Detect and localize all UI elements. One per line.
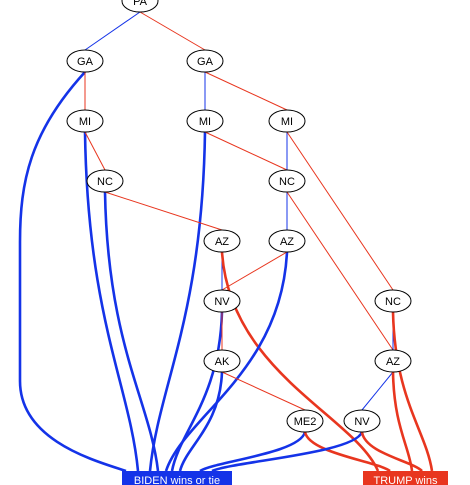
node-ellipse [286,409,324,433]
node-ak: AK [203,349,241,373]
node-ellipse [203,229,241,253]
outcome-trump-label: TRUMP wins [374,475,438,485]
outcome-biden-box [122,471,232,485]
node-ga2: GA [186,49,224,73]
node-ellipse [186,109,224,133]
node-label: NC [385,296,401,308]
edge-nc2-to-az3 [286,191,394,351]
node-nv1: NV [203,289,241,313]
node-me2: ME2 [286,409,324,433]
outcomes-layer: BIDEN wins or tie TRUMP wins [122,471,448,485]
edge-mi2-to-biden [148,131,207,472]
edge-me2-to-trump [303,431,391,473]
node-ellipse [374,289,412,313]
node-label: MI [281,116,293,128]
node-ellipse [121,0,159,13]
edge-mi2-to-nc2 [204,131,288,171]
node-ellipse [86,169,124,193]
node-label: ME2 [294,416,317,428]
edge-nv2-to-trump [360,431,423,473]
node-ellipse [66,109,104,133]
node-label: NV [354,416,370,428]
node-mi1: MI [66,109,104,133]
node-ellipse [203,289,241,313]
node-ellipse [203,349,241,373]
edge-mi3-to-nc3 [286,131,394,291]
node-ellipse [268,109,306,133]
node-az2: AZ [268,229,306,253]
node-label: GA [77,56,94,68]
edge-nc3-to-trump [391,311,434,472]
edge-ak-to-biden [178,371,224,472]
edge-nv2-to-biden [211,431,364,473]
node-nv2: NV [343,409,381,433]
outcome-trump-box [363,471,448,485]
node-nc3: NC [374,289,412,313]
node-mi3: MI [268,109,306,133]
edge-az2-to-nv1 [221,251,288,291]
outcome-biden: BIDEN wins or tie [122,471,232,485]
node-ellipse [268,229,306,253]
node-ellipse [343,409,381,433]
node-label: GA [197,56,214,68]
node-label: MI [199,116,211,128]
edge-az2-to-biden [164,251,289,472]
node-label: NC [97,176,113,188]
node-mi2: MI [186,109,224,133]
node-ellipse [186,49,224,73]
outcome-biden-label: BIDEN wins or tie [134,475,220,485]
nodes-layer: PA GA GA MI MI MI NC NC AZ AZ NV NC AK AZ ME2 NV [66,0,412,433]
node-label: MI [79,116,91,128]
edge-ak-to-me2 [221,371,306,411]
edge-nc1-to-az1 [104,191,223,231]
edge-pa-to-ga1 [84,11,141,51]
node-label: AZ [280,236,294,248]
node-label: AZ [215,236,229,248]
node-label: AZ [386,356,400,368]
node-nc2: NC [268,169,306,193]
node-ellipse [66,49,104,73]
edge-az3-to-nv2 [361,371,394,411]
edge-ga1-to-biden [18,71,127,473]
edge-mi1-to-nc1 [84,131,106,171]
node-ellipse [268,169,306,193]
node-label: PA [133,0,148,8]
edge-pa-to-ga2 [139,11,206,51]
node-ga1: GA [66,49,104,73]
outcome-trump: TRUMP wins [363,471,448,485]
edge-nv1-to-biden [170,311,224,472]
edge-ga2-to-mi3 [204,71,288,111]
node-label: AK [215,356,230,368]
node-label: NV [214,296,230,308]
edge-me2-to-biden [199,431,307,473]
node-az3: AZ [374,349,412,373]
edge-mi1-to-biden [83,131,140,472]
node-az1: AZ [203,229,241,253]
edge-nc1-to-biden [103,191,160,472]
node-label: NC [279,176,295,188]
edges-layer [18,11,434,473]
node-pa: PA [121,0,159,13]
node-nc1: NC [86,169,124,193]
node-ellipse [374,349,412,373]
